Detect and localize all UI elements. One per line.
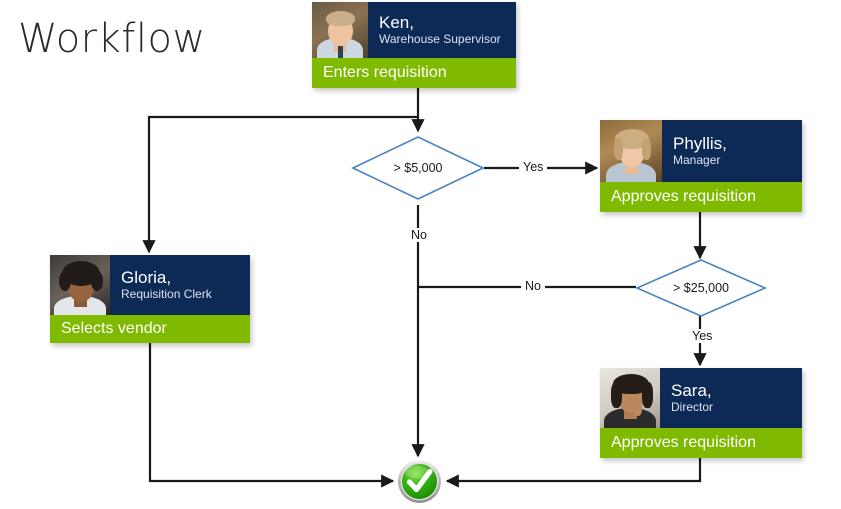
person-task-phyllis: Approves requisition — [600, 182, 802, 212]
edge-label-decision1-yes: Yes — [519, 160, 548, 174]
person-card-gloria[interactable]: Gloria, Requisition Clerk Selects vendor — [50, 255, 250, 343]
person-task-gloria: Selects vendor — [50, 315, 250, 343]
person-card-sara[interactable]: Sara, Director Approves requisition — [600, 368, 802, 458]
person-role-phyllis: Manager — [673, 153, 721, 167]
person-card-ken-header: Ken, Warehouse Supervisor — [312, 2, 516, 58]
edge-sara-to-end — [445, 458, 702, 488]
person-name-phyllis: Phyllis, — [673, 134, 727, 153]
person-card-phyllis-header: Phyllis, Manager — [600, 120, 802, 182]
person-card-ken-names: Ken, Warehouse Supervisor — [368, 2, 516, 58]
person-card-gloria-names: Gloria, Requisition Clerk — [110, 255, 250, 315]
ken-photo — [312, 2, 368, 58]
person-name-ken: Ken, — [379, 13, 414, 32]
person-name-gloria: Gloria, — [121, 268, 172, 287]
edge-label-decision2-yes: Yes — [688, 329, 717, 343]
person-card-ken[interactable]: Ken, Warehouse Supervisor Enters requisi… — [312, 2, 516, 88]
person-role-ken: Warehouse Supervisor — [379, 32, 501, 46]
decision-amount-25000[interactable]: > $25,000 — [635, 259, 767, 317]
person-card-phyllis[interactable]: Phyllis, Manager Approves requisition — [600, 120, 802, 212]
edge-label-decision1-no: No — [407, 228, 431, 242]
person-card-phyllis-names: Phyllis, Manager — [662, 120, 802, 182]
gloria-photo — [50, 255, 110, 315]
decision-amount-5000-label: > $5,000 — [393, 161, 443, 175]
person-role-sara: Director — [671, 400, 714, 414]
check-circle-icon — [397, 459, 442, 504]
person-role-gloria: Requisition Clerk — [121, 287, 212, 301]
edge-ken-to-gloria — [142, 115, 418, 254]
page-title: Workflow — [18, 16, 206, 62]
person-name-sara: Sara, — [671, 381, 712, 400]
person-task-ken: Enters requisition — [312, 58, 516, 88]
edge-gloria-to-end — [148, 343, 395, 488]
person-card-gloria-header: Gloria, Requisition Clerk — [50, 255, 250, 315]
person-task-sara: Approves requisition — [600, 428, 802, 458]
person-card-sara-names: Sara, Director — [660, 368, 802, 428]
edge-label-decision2-no: No — [521, 279, 545, 293]
decision-amount-5000[interactable]: > $5,000 — [351, 136, 485, 200]
phyllis-photo — [600, 120, 662, 182]
person-card-sara-header: Sara, Director — [600, 368, 802, 428]
sara-photo — [600, 368, 660, 428]
decision-amount-25000-label: > $25,000 — [673, 281, 729, 295]
